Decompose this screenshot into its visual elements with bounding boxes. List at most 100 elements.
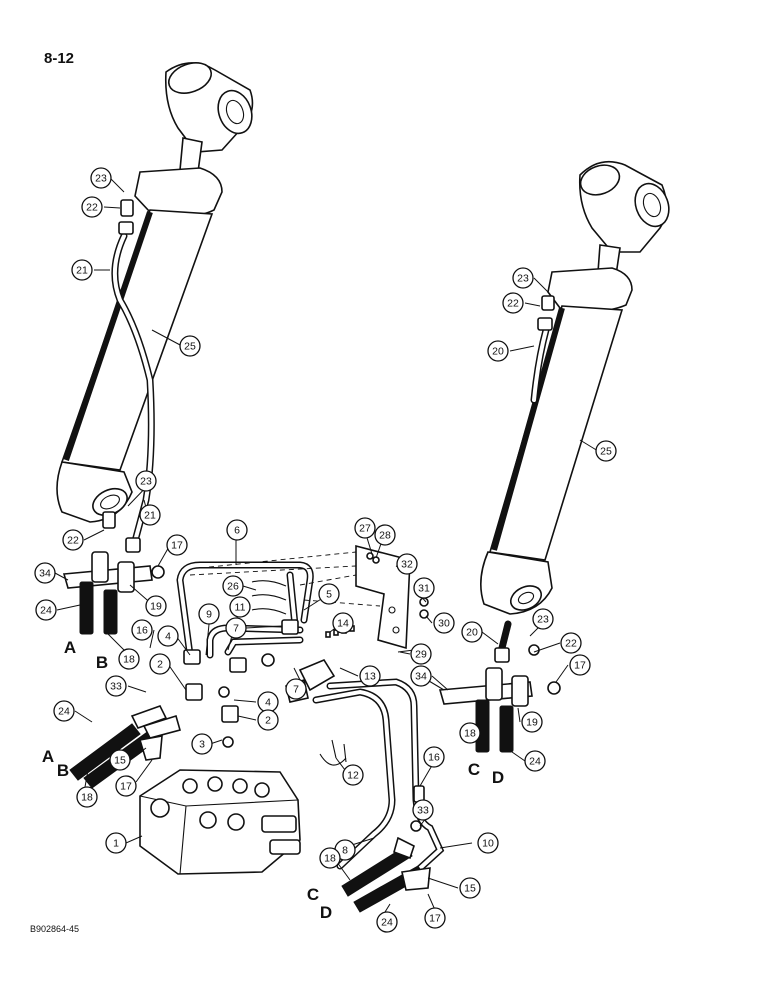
callout-circle xyxy=(423,746,445,768)
callout-22: 22 xyxy=(62,529,84,551)
callout-number: 1 xyxy=(113,838,119,850)
callout-1: 1 xyxy=(105,832,127,854)
callout-number: 11 xyxy=(235,602,246,614)
callout-number: 10 xyxy=(482,838,494,850)
port-letters: A B A B C D C D xyxy=(42,638,504,922)
callout-number: 32 xyxy=(401,559,413,571)
callout-number: 17 xyxy=(429,913,441,925)
callout-6: 6 xyxy=(226,519,248,541)
callout-20: 20 xyxy=(487,340,509,362)
callout-number: 24 xyxy=(529,756,541,768)
callout-number: 27 xyxy=(359,523,371,535)
callout-circle xyxy=(595,440,617,462)
callout-circle xyxy=(118,648,140,670)
callout-number: 24 xyxy=(40,605,52,617)
callout-22: 22 xyxy=(502,292,524,314)
callout-number: 33 xyxy=(110,681,122,693)
port-letter-a: A xyxy=(64,638,76,657)
callout-circle xyxy=(487,340,509,362)
callout-circle xyxy=(413,577,435,599)
callout-27: 27 xyxy=(354,517,376,539)
callout-circle xyxy=(149,653,171,675)
callout-4: 4 xyxy=(257,691,279,713)
right-hose-mount xyxy=(423,644,561,753)
callout-circle xyxy=(410,643,432,665)
callout-number: 17 xyxy=(171,540,183,552)
callout-circle xyxy=(225,617,247,639)
callout-circle xyxy=(109,749,131,771)
tube-assembly-center xyxy=(176,561,336,748)
callout-number: 33 xyxy=(417,805,429,817)
callout-circle xyxy=(319,847,341,869)
callout-number: 29 xyxy=(415,649,427,661)
callout-24: 24 xyxy=(376,911,398,933)
callout-12: 12 xyxy=(342,764,364,786)
callout-circle xyxy=(115,775,137,797)
callout-circle xyxy=(376,911,398,933)
callout-number: 18 xyxy=(464,728,476,740)
callout-number: 23 xyxy=(95,173,107,185)
callout-circle xyxy=(424,907,446,929)
callout-circle xyxy=(191,733,213,755)
callout-25: 25 xyxy=(595,440,617,462)
callout-circle xyxy=(318,583,340,605)
callout-circle xyxy=(374,524,396,546)
right-cylinder xyxy=(480,160,670,663)
callout-number: 4 xyxy=(265,697,271,709)
callout-21: 21 xyxy=(139,504,161,526)
callout-number: 23 xyxy=(517,273,529,285)
callout-22: 22 xyxy=(560,632,582,654)
callout-20: 20 xyxy=(461,621,483,643)
callout-18: 18 xyxy=(459,722,481,744)
callout-circle xyxy=(62,529,84,551)
callout-circle xyxy=(532,608,554,630)
callout-circle xyxy=(198,603,220,625)
port-letter-b: B xyxy=(96,653,108,672)
callout-circle xyxy=(226,519,248,541)
control-valve-icon xyxy=(139,769,301,875)
port-letter-d: D xyxy=(320,903,332,922)
callout-number: 15 xyxy=(114,755,126,767)
port-letter-a: A xyxy=(42,747,54,766)
callout-number: 17 xyxy=(574,660,586,672)
callout-number: 2 xyxy=(265,715,271,727)
callout-25: 25 xyxy=(179,335,201,357)
callout-number: 7 xyxy=(233,623,239,635)
callout-circle xyxy=(157,625,179,647)
right-clevis-icon xyxy=(578,160,670,276)
callout-number: 4 xyxy=(165,631,171,643)
port-letter-d: D xyxy=(492,768,504,787)
port-letter-c: C xyxy=(468,760,480,779)
callout-circle xyxy=(34,562,56,584)
callout-19: 19 xyxy=(521,711,543,733)
callout-2: 2 xyxy=(149,653,171,675)
figure-code: B902864-45 xyxy=(30,924,80,934)
callout-16: 16 xyxy=(131,619,153,641)
callout-circle xyxy=(521,711,543,733)
callout-15: 15 xyxy=(459,877,481,899)
callout-number: 17 xyxy=(120,781,132,793)
callout-number: 30 xyxy=(438,618,450,630)
callout-circle xyxy=(135,470,157,492)
port-letter-c: C xyxy=(307,885,319,904)
callout-number: 23 xyxy=(140,476,152,488)
callout-number: 19 xyxy=(150,601,162,613)
callout-16: 16 xyxy=(423,746,445,768)
callout-14: 14 xyxy=(332,612,354,634)
callout-number: 16 xyxy=(428,752,440,764)
callout-11: 11 xyxy=(229,596,251,618)
callout-number: 20 xyxy=(492,346,504,358)
callout-circle xyxy=(410,665,432,687)
callout-18: 18 xyxy=(118,648,140,670)
callout-29: 29 xyxy=(410,643,432,665)
callout-number: 22 xyxy=(67,535,79,547)
callout-circle xyxy=(459,877,481,899)
callout-number: 2 xyxy=(157,659,163,671)
callout-18: 18 xyxy=(76,786,98,808)
callout-circle xyxy=(359,665,381,687)
callout-24: 24 xyxy=(53,700,75,722)
callout-circle xyxy=(461,621,483,643)
callout-circle xyxy=(105,832,127,854)
callout-circle xyxy=(222,575,244,597)
